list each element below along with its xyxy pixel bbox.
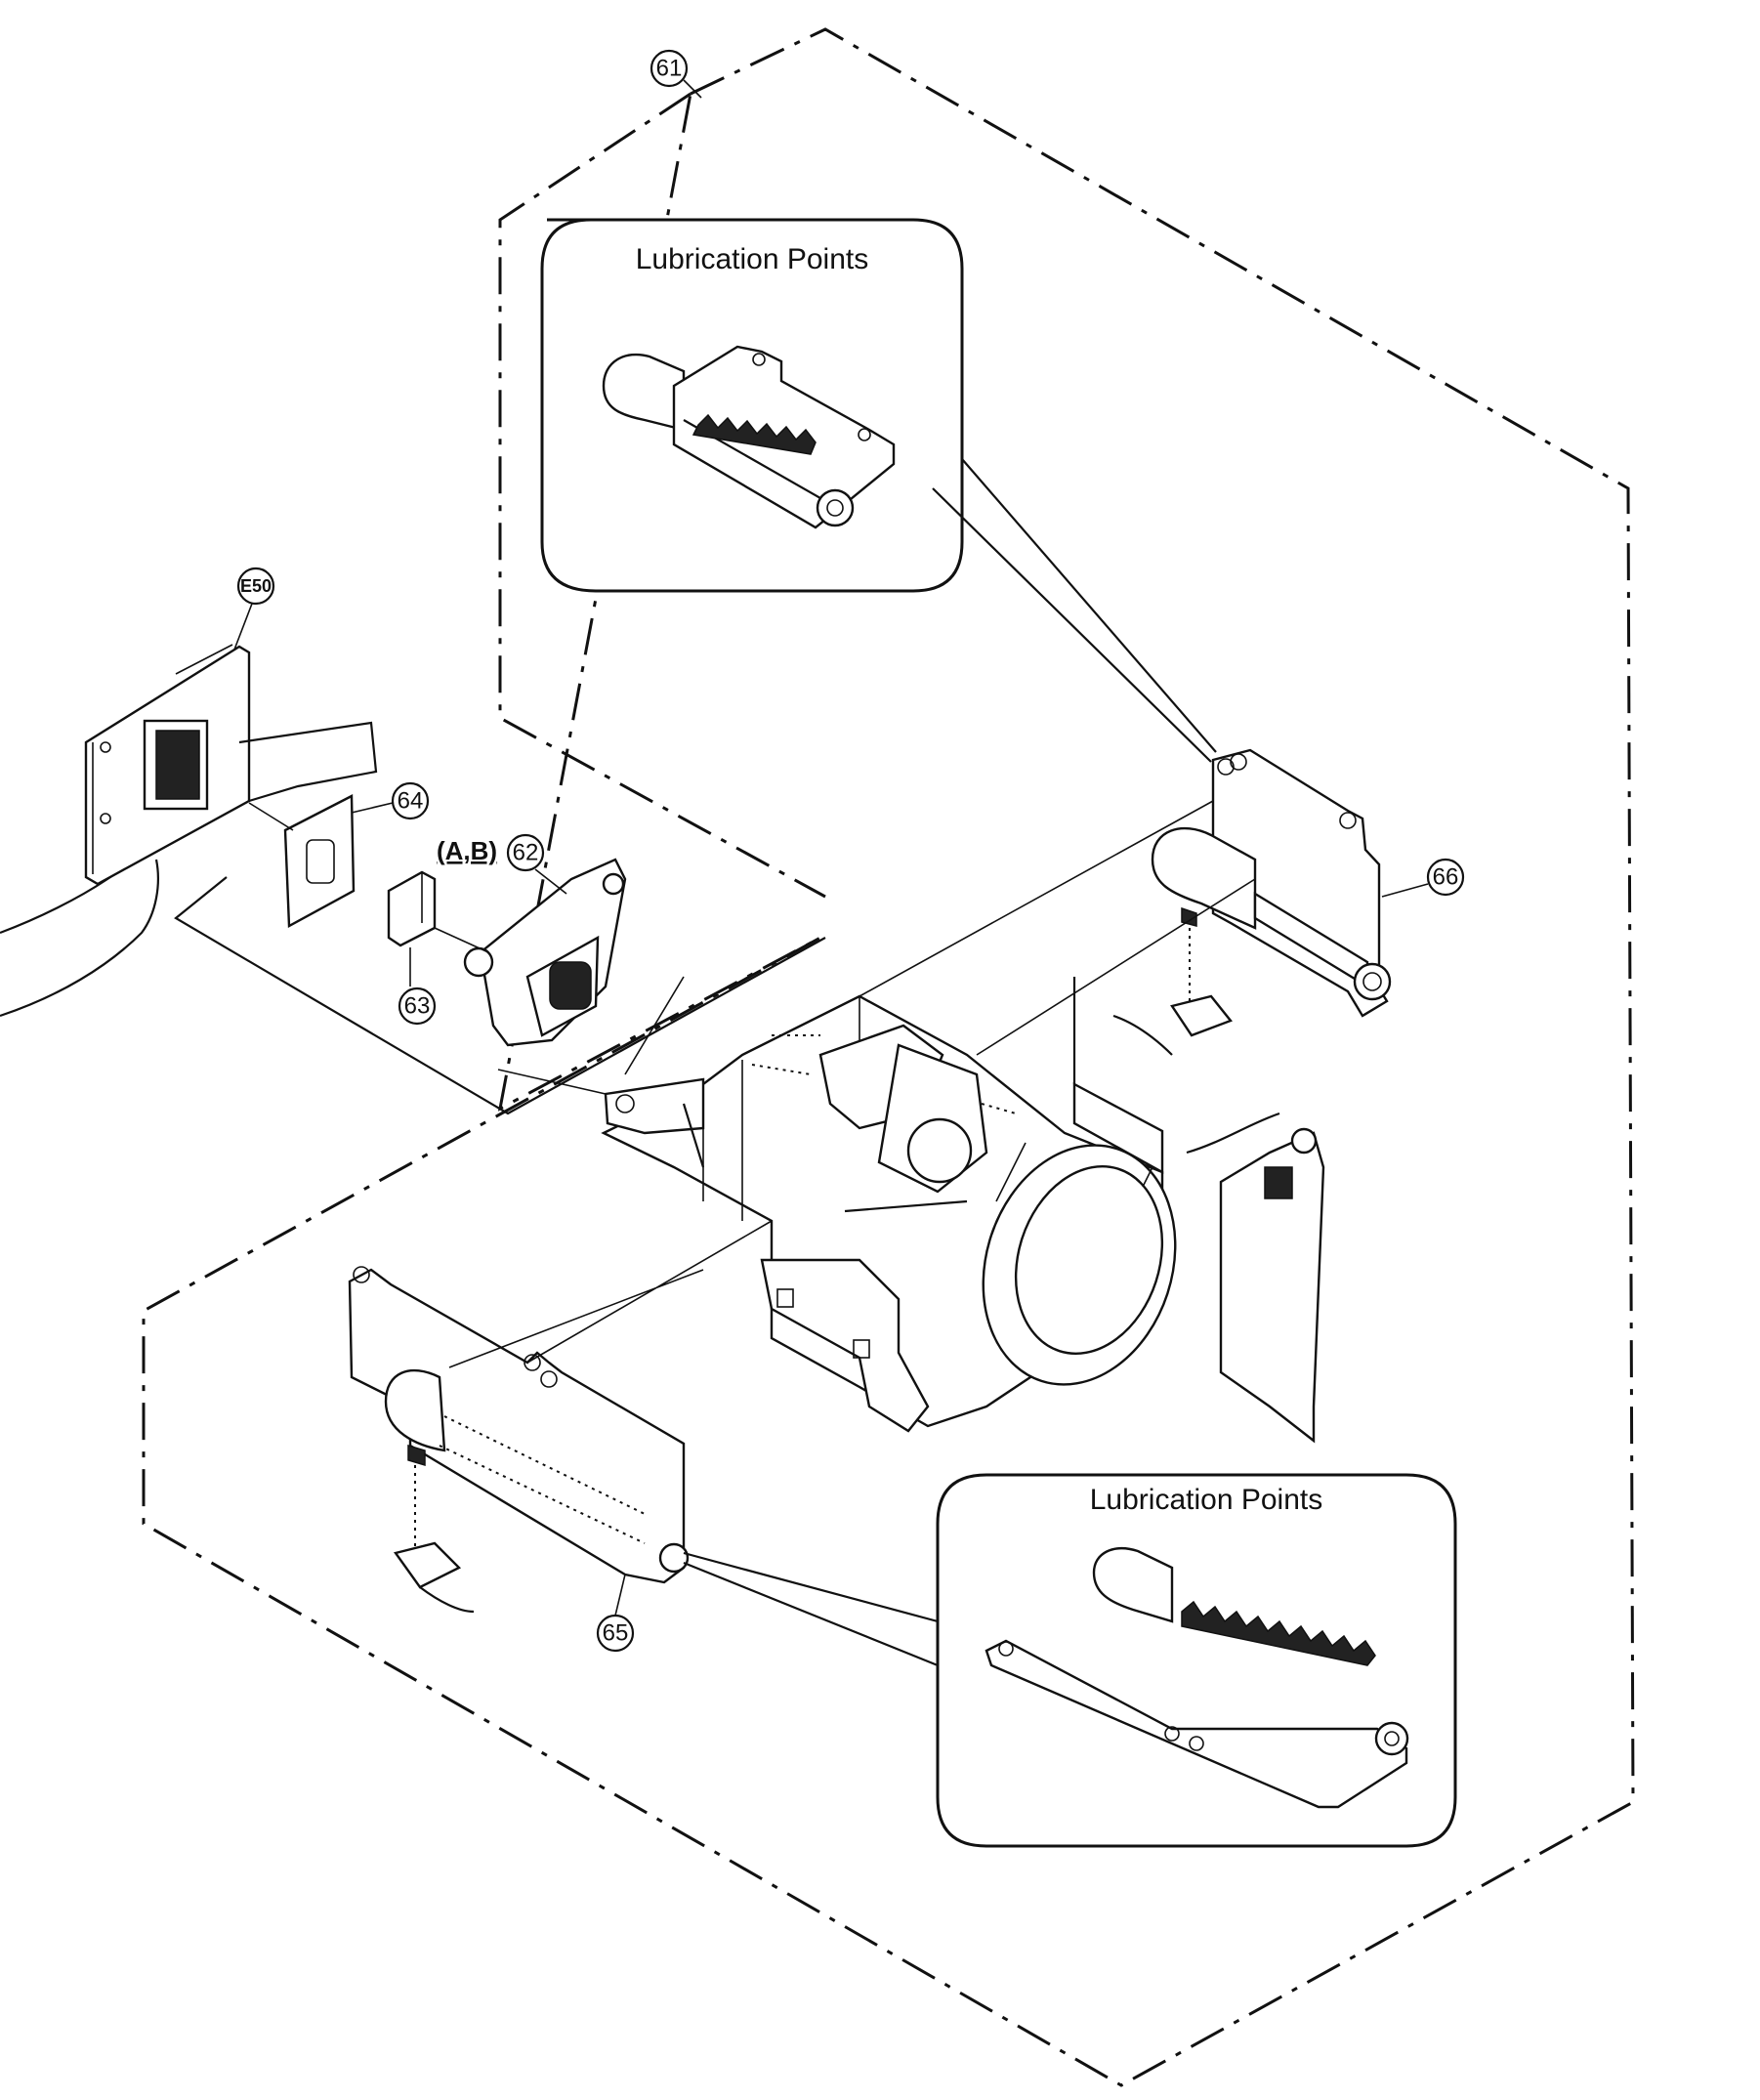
svg-text:66: 66 [1433,864,1459,891]
svg-text:E50: E50 [240,576,272,596]
lubrication-leader-top [932,458,1217,763]
callout-64: 64 [351,781,430,820]
focus-motor-unit-part-65 [348,1266,690,1614]
lubrication-points-top-panel: Lubrication Points [540,218,964,593]
lubrication-leader-bottom [683,1551,939,1667]
assembly-boundary-upper [498,92,826,899]
image-sensor-board-e50 [84,644,251,886]
lubrication-points-bottom-panel: Lubrication Points [936,1473,1457,1848]
note-a-b: (A,B) [437,836,497,865]
svg-text:65: 65 [603,1620,629,1647]
assembly-guide-lines [448,800,1256,1368]
lubrication-points-top-title: Lubrication Points [636,243,868,275]
svg-text:63: 63 [404,993,431,1020]
callout-61: 61 [650,49,702,99]
assembly-boundary-61 [142,27,1635,2087]
lens-holder-part-62 [434,858,627,1047]
sensor-bracket-outline [174,721,826,1115]
lubrication-points-bottom-title: Lubrication Points [1090,1484,1322,1516]
zoom-motor-unit-part-66 [1112,748,1392,1056]
callout-e50: E50 [233,567,275,651]
callout-63: 63 [398,987,437,1026]
filter-part-63 [387,870,437,987]
callout-65: 65 [596,1574,635,1653]
callout-62: 62 [506,833,567,895]
connector-bracket [1072,977,1325,1444]
svg-text:64: 64 [398,788,424,815]
callout-66: 66 [1381,858,1465,898]
svg-text:62: 62 [513,840,539,866]
svg-text:61: 61 [656,56,683,82]
zoom-lens-assembly [601,994,1177,1433]
gasket-part-64 [248,794,356,928]
